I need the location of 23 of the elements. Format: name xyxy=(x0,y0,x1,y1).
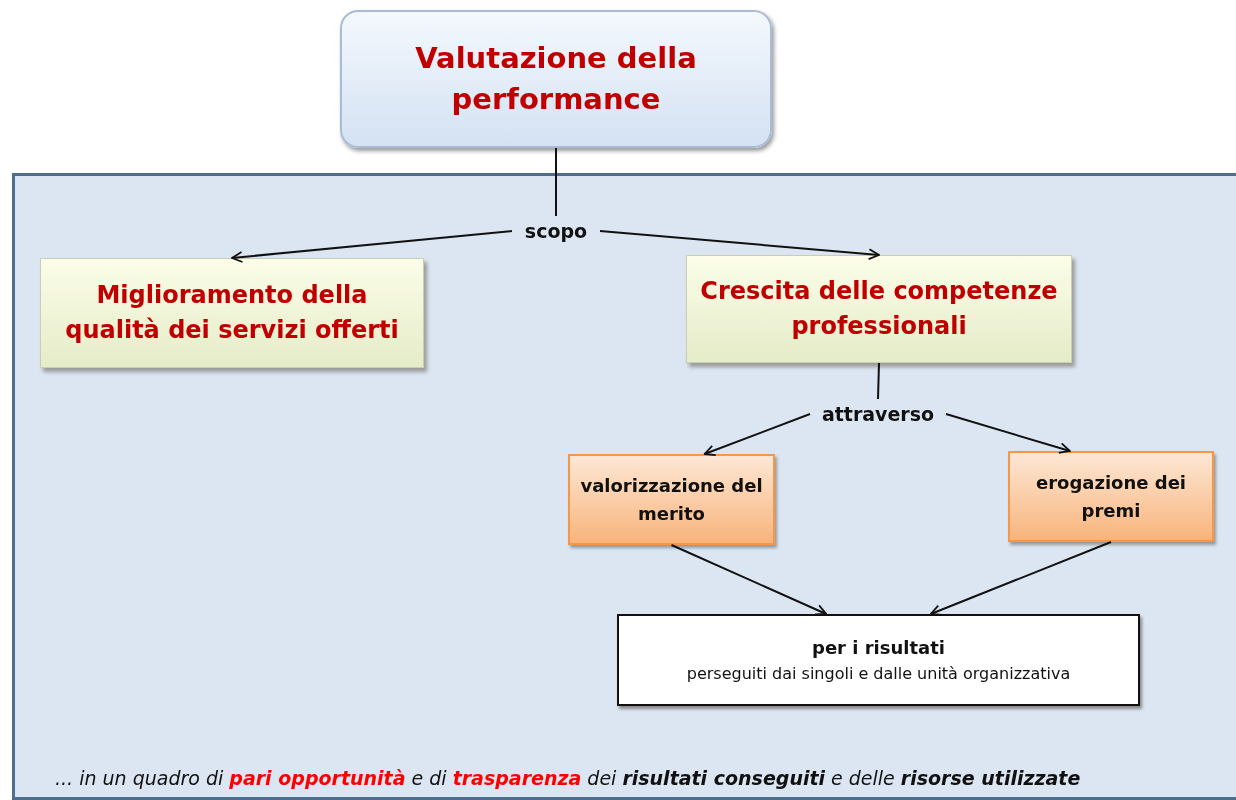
result-heading: per i risultati xyxy=(812,637,945,658)
means-text: valorizzazione del merito xyxy=(579,473,764,526)
arrow xyxy=(929,541,1112,616)
arrow xyxy=(945,413,1071,454)
means-box xyxy=(568,454,775,545)
goal-box xyxy=(40,258,424,368)
goal-text: Miglioramento della qualità dei servizi offerti xyxy=(64,280,400,346)
means-box xyxy=(1008,451,1214,542)
arrow xyxy=(599,230,880,260)
arrow xyxy=(670,544,828,616)
title-box xyxy=(340,10,772,148)
connector-line xyxy=(877,362,880,400)
goal-text: Crescita delle competenze professionali xyxy=(699,276,1059,342)
result-text: perseguiti dai singoli e dalle unità organizzativa xyxy=(686,664,1071,683)
connector-line xyxy=(555,147,557,217)
result-box xyxy=(617,614,1140,706)
goal-box xyxy=(686,255,1072,363)
means-text: erogazione dei premi xyxy=(1034,470,1187,523)
arrow xyxy=(231,230,513,263)
footer-note: ... in un quadro di pari opportunità e di trasparenza dei risultati conseguiti e delle risorse utilizzate xyxy=(55,767,1081,789)
title-text: Valutazione della performance xyxy=(414,40,698,118)
background-panel xyxy=(12,173,1236,800)
arrow xyxy=(703,413,811,457)
